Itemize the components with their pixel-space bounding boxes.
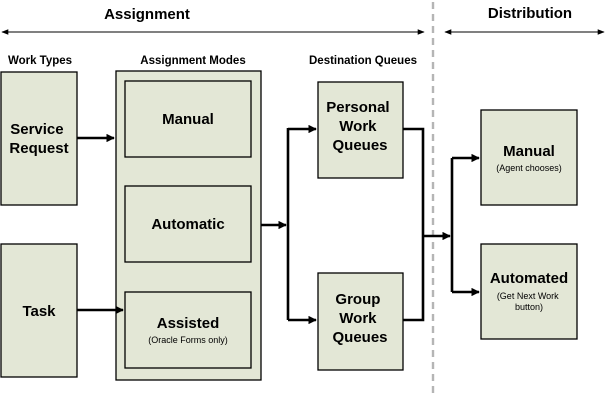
automatic-mode-label: Automatic bbox=[151, 216, 224, 233]
manual-distribution-label: Manual bbox=[503, 143, 555, 160]
manual-distribution-box bbox=[480, 109, 578, 206]
assisted-mode-note: (Oracle Forms only) bbox=[148, 335, 228, 345]
assignment-header: Assignment bbox=[104, 6, 190, 23]
assisted-mode-box bbox=[124, 291, 252, 369]
service-request-box bbox=[0, 71, 78, 206]
manual-mode-label: Manual bbox=[162, 111, 214, 128]
destination-queues-label: Destination Queues bbox=[309, 55, 417, 67]
personal-queue-out bbox=[403, 127, 425, 236]
manual-mode-box bbox=[124, 80, 252, 158]
group-queues-label: Group Work Queues bbox=[332, 291, 387, 346]
personal-queues-box bbox=[317, 81, 404, 179]
assisted-mode-label: Assisted bbox=[157, 315, 220, 332]
assignment-modes-label: Assignment Modes bbox=[140, 55, 245, 67]
group-queues-box bbox=[317, 272, 404, 371]
automated-distribution-label: Automated bbox=[490, 270, 568, 287]
automated-distribution-note: (Get Next Work button) bbox=[497, 291, 561, 312]
service-request-label: Service Request bbox=[9, 121, 68, 157]
manual-distribution-note: (Agent chooses) bbox=[496, 163, 562, 173]
group-queue-out bbox=[403, 236, 425, 322]
distribution-header: Distribution bbox=[488, 5, 572, 22]
task-box bbox=[0, 243, 78, 378]
automated-distribution-box bbox=[480, 243, 578, 340]
automatic-mode-box bbox=[124, 185, 252, 263]
task-label: Task bbox=[22, 303, 56, 320]
personal-queues-label: Personal Work Queues bbox=[326, 99, 394, 154]
work-types-label: Work Types bbox=[8, 55, 72, 67]
